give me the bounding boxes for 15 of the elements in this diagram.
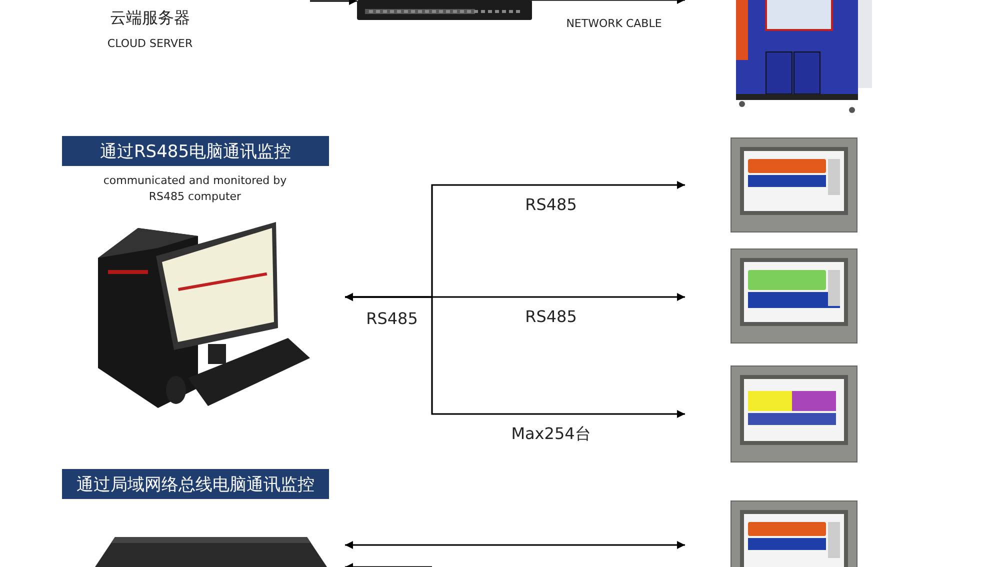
controller-panel-drawing xyxy=(730,248,858,344)
connector-arrow xyxy=(345,541,685,549)
edge-label: NETWORK CABLE xyxy=(564,17,664,30)
connector-arrow xyxy=(310,0,357,5)
connector-arrow xyxy=(345,293,685,418)
heading-band: 通过RS485电脑通讯监控 xyxy=(62,136,329,166)
server-title: 云端服务器 xyxy=(109,8,191,29)
server-subtitle: CLOUD SERVER xyxy=(106,37,194,50)
controller-panel-drawing xyxy=(730,500,858,567)
connector-arrow xyxy=(345,563,432,567)
controller-panel-drawing xyxy=(730,137,858,233)
heading-band: 通过局域网络总线电脑通讯监控 xyxy=(62,469,329,499)
controller-panel-drawing xyxy=(730,365,858,463)
connector-arrow xyxy=(531,0,685,4)
network-switch-drawing xyxy=(357,0,532,22)
